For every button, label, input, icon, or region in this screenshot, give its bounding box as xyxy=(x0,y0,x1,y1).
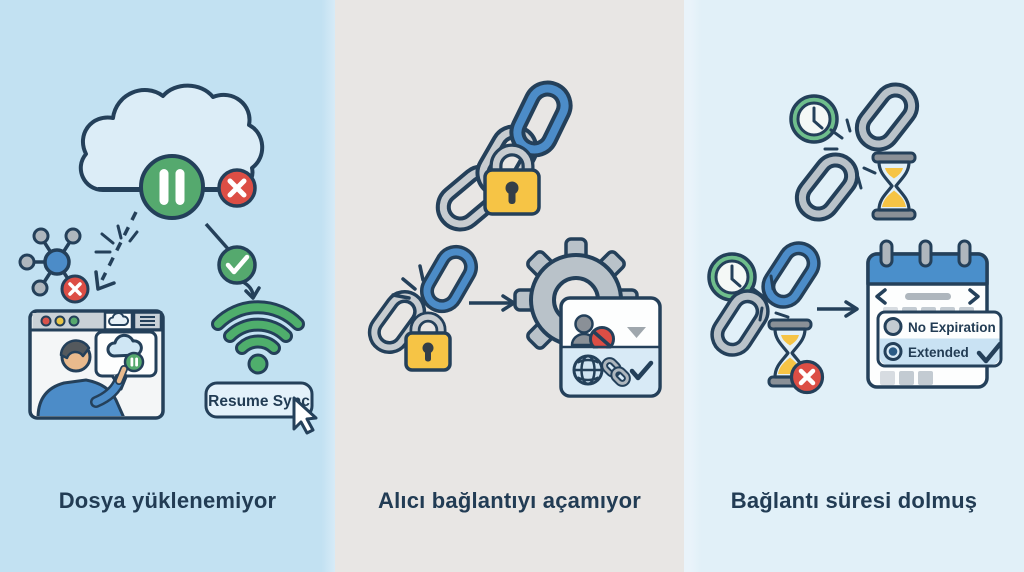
caption-link-expired: Bağlantı süresi dolmuş xyxy=(730,488,978,513)
panel-link-expired: No Expiration Extended Bağlantı süresi d… xyxy=(684,0,1024,572)
globe-icon xyxy=(572,354,604,386)
resume-arrow-icon xyxy=(242,280,261,300)
padlock-icon xyxy=(483,143,541,216)
check-icon xyxy=(217,245,257,285)
calendar-header xyxy=(866,252,989,286)
network-share-icon xyxy=(18,227,90,304)
locked-chain-icon xyxy=(435,80,573,232)
link-icon xyxy=(601,357,631,387)
sync-status-popup xyxy=(94,330,158,391)
pause-icon xyxy=(139,154,205,220)
expiration-dropdown: No Expiration Extended xyxy=(876,310,1003,368)
checkmark-icon xyxy=(976,341,1003,364)
padlock-small-icon xyxy=(404,311,452,372)
window-dot-yellow xyxy=(54,315,66,327)
user-blocked-icon xyxy=(570,314,615,352)
panel-locked-link-art xyxy=(367,80,662,398)
cursor-icon xyxy=(292,396,318,435)
radio-unselected-icon[interactable] xyxy=(883,317,903,336)
option-extended-label: Extended xyxy=(908,345,969,360)
popup-pause-icon xyxy=(123,351,145,373)
window-cloud-tab[interactable] xyxy=(103,311,134,331)
caption-locked-link: Alıcı bağlantıyı açamıyor xyxy=(378,488,641,513)
option-no-expiration-label: No Expiration xyxy=(908,320,996,335)
click-starburst-icon xyxy=(94,224,139,254)
calendar-icon: No Expiration Extended xyxy=(866,239,1003,389)
chain-link-blue xyxy=(509,80,573,158)
arrow-icon xyxy=(469,294,516,312)
chevron-left-icon[interactable] xyxy=(875,288,887,305)
chevron-right-icon[interactable] xyxy=(968,288,980,305)
browser-window xyxy=(28,309,165,420)
broken-locked-chain-icon xyxy=(367,244,478,372)
hourglass-icon xyxy=(871,151,917,221)
option-no-expiration[interactable]: No Expiration xyxy=(883,317,996,336)
user-person xyxy=(36,339,128,416)
popup-cloud-icon xyxy=(106,333,143,358)
error-x-icon xyxy=(217,168,257,208)
calendar-ring xyxy=(879,239,894,268)
resume-sync-label: Resume Sync xyxy=(208,393,310,410)
break-sparks xyxy=(391,264,425,300)
broken-chain-bottom-icon xyxy=(710,241,821,357)
panel-file-upload: Resume Sync xyxy=(0,0,335,572)
dropdown-triangle-icon[interactable] xyxy=(627,327,646,338)
panel-locked-link: Alıcı bağlantıyı açamıyor xyxy=(335,0,684,572)
option-extended-row-bg[interactable] xyxy=(880,338,1000,365)
expired-x-icon xyxy=(789,359,825,395)
window-menu-icon[interactable] xyxy=(132,311,163,331)
clock-icon xyxy=(789,94,839,144)
caption-file-upload: Dosya yüklenemiyor xyxy=(58,488,277,513)
window-dot-red xyxy=(40,315,52,327)
panel-file-upload-art: Resume Sync xyxy=(18,83,318,435)
wifi-icon xyxy=(211,300,305,375)
resume-sync-button[interactable]: Resume Sync xyxy=(204,381,314,419)
panel-link-expired-art: No Expiration Extended xyxy=(707,82,1003,395)
sync-fail-dashed-arrow xyxy=(94,211,138,291)
broken-chain-top-icon xyxy=(794,82,920,222)
network-error-badge xyxy=(60,274,90,304)
resume-path-line xyxy=(204,222,231,252)
month-pill xyxy=(905,293,951,300)
calendar-ring xyxy=(957,239,972,268)
calendar-ring xyxy=(918,239,933,268)
window-dot-green xyxy=(68,315,80,327)
break-sparks xyxy=(750,274,790,322)
break-sparks xyxy=(823,118,877,190)
checkmark-icon xyxy=(629,360,654,381)
sharing-settings-card xyxy=(559,296,662,398)
cloud-icon xyxy=(78,83,265,192)
option-extended[interactable]: Extended xyxy=(883,341,1003,364)
arrow-icon xyxy=(817,300,859,318)
